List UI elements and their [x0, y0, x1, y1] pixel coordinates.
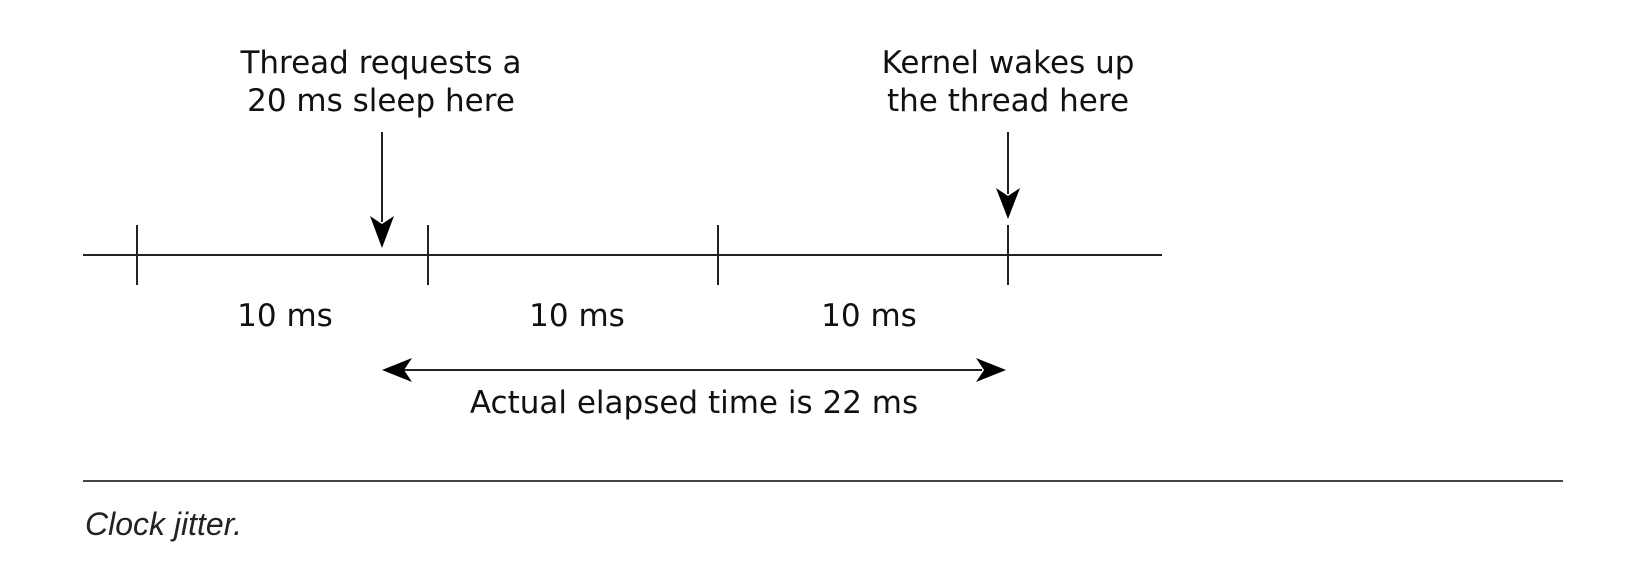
sleep-request-arrow-icon: [370, 132, 394, 248]
kernel-wake-annotation: Kernel wakes up the thread here: [881, 45, 1135, 119]
kernel-wake-arrow-icon: [996, 132, 1020, 219]
elapsed-time-label: Actual elapsed time is 22 ms: [469, 385, 919, 421]
sleep-request-annotation: Thread requests a 20 ms sleep here: [240, 45, 522, 119]
interval-label-2: 10 ms: [529, 298, 625, 334]
interval-label-3: 10 ms: [821, 298, 917, 334]
figure-caption: Clock jitter.: [85, 506, 243, 542]
interval-label-1: 10 ms: [237, 298, 333, 334]
elapsed-time-double-arrow-icon: [382, 358, 1006, 382]
